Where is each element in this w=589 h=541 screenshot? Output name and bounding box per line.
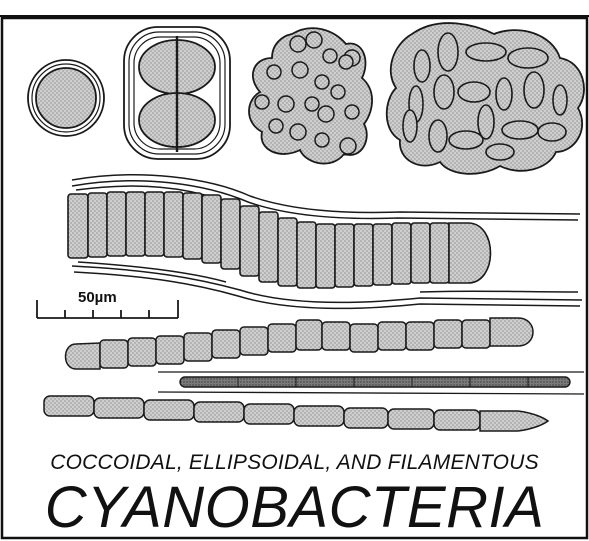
oblong-filament-lower <box>44 396 548 431</box>
diagram-title: CYANOBACTERIA <box>0 474 589 541</box>
filament-cells-bent <box>68 192 491 288</box>
beaded-filament-upper <box>66 318 534 369</box>
scale-bar-label: 50µm <box>78 289 117 306</box>
coccoid-colony <box>249 28 372 163</box>
dividing-cell-pair <box>124 27 230 159</box>
ellipsoidal-colony <box>387 23 584 174</box>
thin-sheathed-filament <box>158 372 584 394</box>
coccoid-cell <box>28 60 104 136</box>
diagram-subtitle: COCCOIDAL, ELLIPSOIDAL, AND FILAMENTOUS <box>0 451 589 475</box>
